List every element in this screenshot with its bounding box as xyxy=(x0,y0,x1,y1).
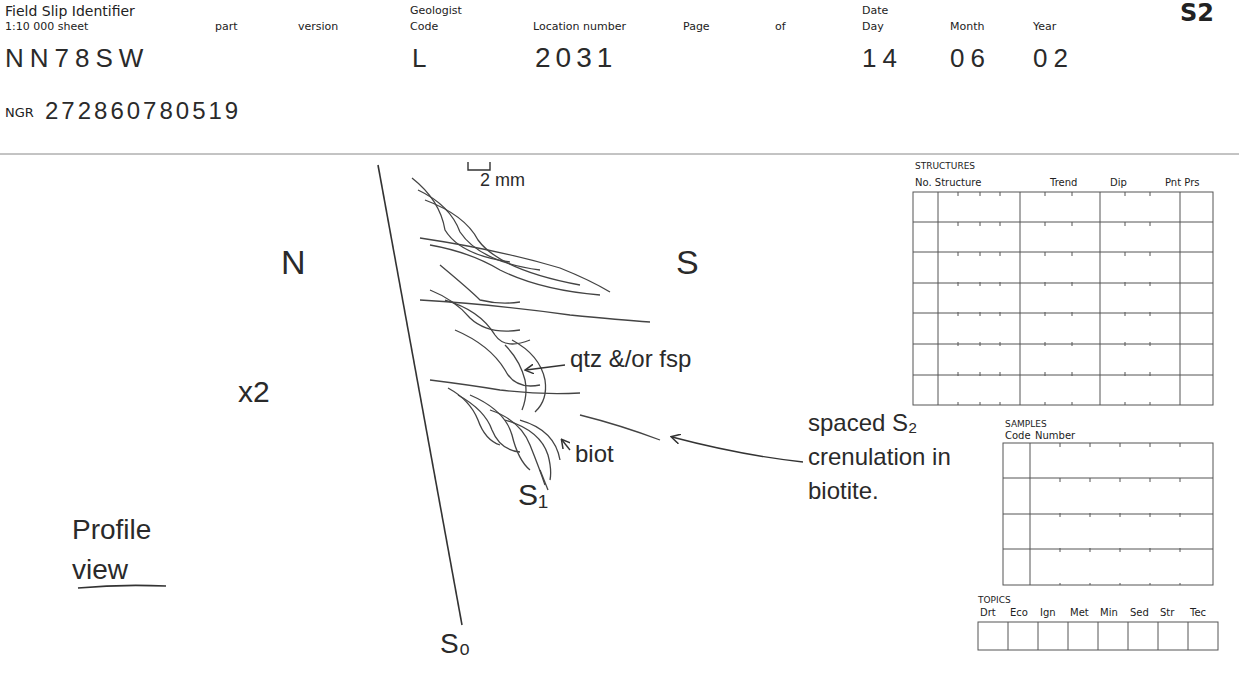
mineral-note: qtz &/or fsp xyxy=(570,345,691,373)
field-heading: Date xyxy=(862,5,888,18)
year-value: 02 xyxy=(1033,44,1074,74)
location-value: 2031 xyxy=(535,42,617,74)
column-heading: Trend xyxy=(1050,177,1077,189)
table-title: SAMPLES xyxy=(1005,419,1047,429)
field-heading: Year xyxy=(1033,21,1056,34)
fabric-label: S₀ xyxy=(440,628,470,660)
column-heading: No. Structure xyxy=(915,177,981,189)
field-heading: Code xyxy=(410,21,438,34)
column-heading: Drt xyxy=(980,607,996,619)
column-heading: Dip xyxy=(1110,177,1127,189)
view-label: Profile view xyxy=(72,510,182,590)
geologist-value: L xyxy=(412,44,426,74)
crenulation-note: spaced S₂ crenulation in biotite. xyxy=(808,406,1018,508)
field-heading: Location number xyxy=(533,21,626,34)
month-value: 06 xyxy=(950,44,991,74)
day-value: 14 xyxy=(862,44,903,74)
field-heading: Month xyxy=(950,21,984,34)
slip-number: S2 xyxy=(1180,0,1214,28)
column-heading: Ign xyxy=(1040,607,1056,619)
magnification-label: x2 xyxy=(238,375,270,410)
mineral-note: biot xyxy=(575,440,614,468)
column-heading: Eco xyxy=(1010,607,1028,619)
field-heading: version xyxy=(298,21,338,34)
column-heading: Code xyxy=(1005,430,1031,442)
field-heading: Geologist xyxy=(410,5,462,18)
column-heading: Sed xyxy=(1130,607,1149,619)
field-heading: part xyxy=(215,21,238,34)
table-title: TOPICS xyxy=(978,595,1011,605)
column-heading: Number xyxy=(1035,430,1075,442)
direction-label: S xyxy=(676,243,699,282)
column-heading: Tec xyxy=(1190,607,1206,619)
sheet-value: NN78SW xyxy=(5,44,149,74)
fabric-label: S₁ xyxy=(518,478,548,513)
direction-label: N xyxy=(281,243,306,282)
field-heading: Page xyxy=(683,21,710,34)
column-heading: Min xyxy=(1100,607,1118,619)
field-heading: Day xyxy=(862,21,884,34)
column-heading: Str xyxy=(1160,607,1174,619)
table-title: STRUCTURES xyxy=(915,161,975,171)
field-heading: NGR xyxy=(5,106,34,121)
field-heading: of xyxy=(775,21,786,34)
column-heading: Met xyxy=(1070,607,1089,619)
field-heading: 1:10 000 sheet xyxy=(5,21,88,34)
grid-reference-value: 272860780519 xyxy=(45,97,241,125)
scale-label: 2 mm xyxy=(480,170,525,191)
form-title: Field Slip Identifier xyxy=(5,3,135,19)
column-heading: Pnt Prs xyxy=(1165,177,1199,189)
